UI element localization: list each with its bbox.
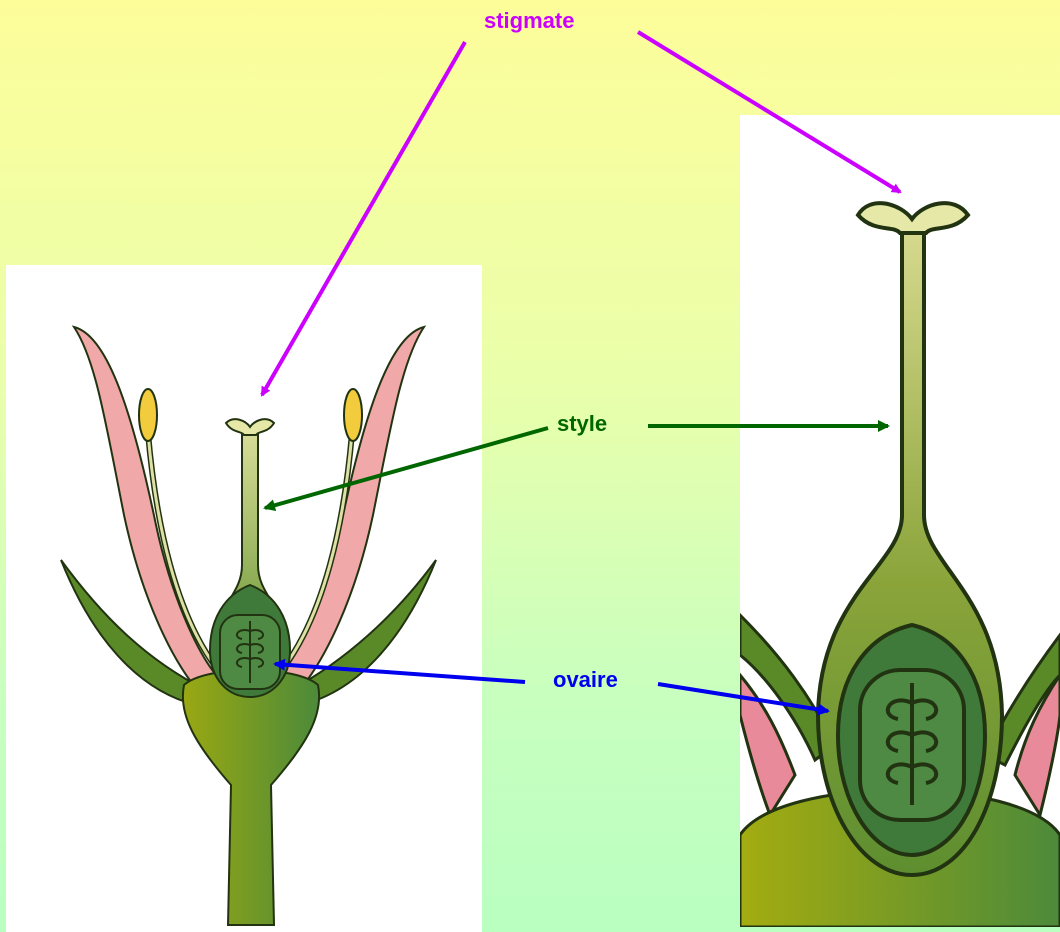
style-label: style bbox=[557, 413, 607, 435]
pistil-closeup-drawing bbox=[740, 115, 1060, 927]
pistil-closeup-panel bbox=[740, 115, 1060, 927]
stigmate-label: stigmate bbox=[484, 10, 574, 32]
ovaire-label: ovaire bbox=[553, 669, 618, 691]
anther-right bbox=[344, 389, 362, 441]
flower-full-drawing bbox=[6, 265, 482, 932]
stigma bbox=[226, 419, 274, 435]
flower-diagram-panel bbox=[6, 265, 482, 932]
stigma-closeup bbox=[858, 203, 968, 233]
anther-left bbox=[139, 389, 157, 441]
receptacle bbox=[183, 670, 319, 925]
